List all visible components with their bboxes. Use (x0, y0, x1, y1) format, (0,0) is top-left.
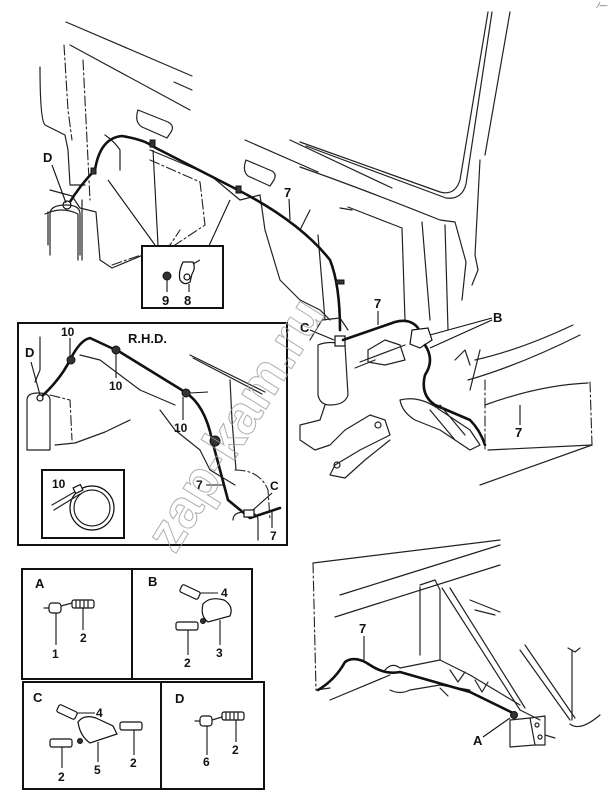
panel-b-part-3: 3 (216, 646, 223, 660)
washer-hose-branch (341, 319, 420, 342)
rhd-inset: R.H.D. D 10 10 10 7 C (17, 322, 288, 546)
hose-clip (235, 185, 242, 194)
rhd-clip-1 (66, 355, 76, 365)
union-2-c-left-icon (49, 738, 73, 748)
rear-jet-a (510, 711, 518, 719)
band-clip-icon (69, 485, 115, 531)
clip-nut-icon (162, 271, 172, 281)
panel-c-title: C (33, 690, 43, 705)
rhd-callout-d: D (25, 345, 34, 360)
panel-d-part-2: 2 (232, 743, 239, 757)
rear-view: 7 A (312, 539, 601, 748)
panel-a-part-2: 2 (80, 631, 87, 645)
panel-c-part-2-left: 2 (58, 770, 65, 784)
detail-panel-d (160, 681, 265, 790)
panel-d-title: D (175, 691, 184, 706)
union-2-c-right-icon (119, 721, 143, 731)
callout-hose-7-right: 7 (515, 425, 522, 440)
union-2-icon (71, 599, 95, 609)
corner-mark: ⁄— (596, 1, 607, 10)
clip-label: 8 (184, 293, 191, 308)
union-2-b-icon (175, 621, 199, 631)
main-view: D 7 C 7 B (39, 11, 593, 486)
rhd-callout-clip-3: 10 (174, 421, 188, 435)
rhd-callout-c: C (270, 479, 279, 493)
panel-c-part-2-right: 2 (130, 756, 137, 770)
union-4-icon (179, 584, 201, 600)
callout-d: D (43, 150, 52, 165)
panel-b-title: B (148, 574, 157, 589)
clip-detail-label: 10 (52, 477, 66, 491)
panel-a-title: A (35, 576, 45, 591)
rhd-hose-joint (209, 435, 221, 447)
union-2-d-icon (221, 711, 245, 721)
rhd-callout-clip-2: 10 (109, 379, 123, 393)
panel-c-part-5: 5 (94, 763, 101, 777)
rear-washer-hose (316, 657, 517, 716)
rhd-callout-hose-7-b: 7 (270, 529, 277, 543)
detail-panel-a (21, 568, 133, 680)
clip-icon (178, 261, 195, 285)
rhd-t-connector-c (243, 509, 255, 518)
callout-b: B (493, 310, 502, 325)
t-piece-5-icon (77, 716, 118, 744)
washer-hose-headlamp (422, 343, 487, 447)
rhd-clip-3 (181, 388, 191, 398)
rhd-callout-hose-7: 7 (196, 478, 203, 492)
rhd-callout-clip-1: 10 (61, 325, 75, 339)
jet-6-icon (199, 715, 213, 727)
hose-clip (149, 139, 156, 148)
clip-inset: 9 8 (141, 245, 224, 309)
t-connector-c (334, 335, 346, 347)
rhd-title: R.H.D. (128, 331, 167, 346)
jet-1-icon (48, 602, 62, 614)
detail-panels: A 1 2 B 4 2 3 C 4 2 5 2 (21, 568, 265, 790)
panel-d-part-6: 6 (203, 755, 210, 769)
rhd-clip-2 (111, 345, 121, 355)
union-4-c-icon (56, 704, 78, 720)
panel-c-part-4: 4 (96, 706, 103, 720)
panel-b-part-2: 2 (184, 656, 191, 670)
callout-hose-7: 7 (284, 185, 291, 200)
rear-callout-hose-7: 7 (359, 621, 366, 636)
callout-c: C (300, 320, 310, 335)
t-piece-3-icon (201, 598, 232, 623)
panel-a-part-1: 1 (52, 647, 59, 661)
hose-clip (90, 167, 97, 175)
panel-b-part-4: 4 (221, 586, 228, 600)
rear-callout-a: A (473, 733, 483, 748)
callout-hose-7-mid: 7 (374, 296, 381, 311)
connector-b (409, 327, 433, 349)
hose-clip (335, 279, 345, 285)
clip-nut-label: 9 (162, 293, 169, 308)
